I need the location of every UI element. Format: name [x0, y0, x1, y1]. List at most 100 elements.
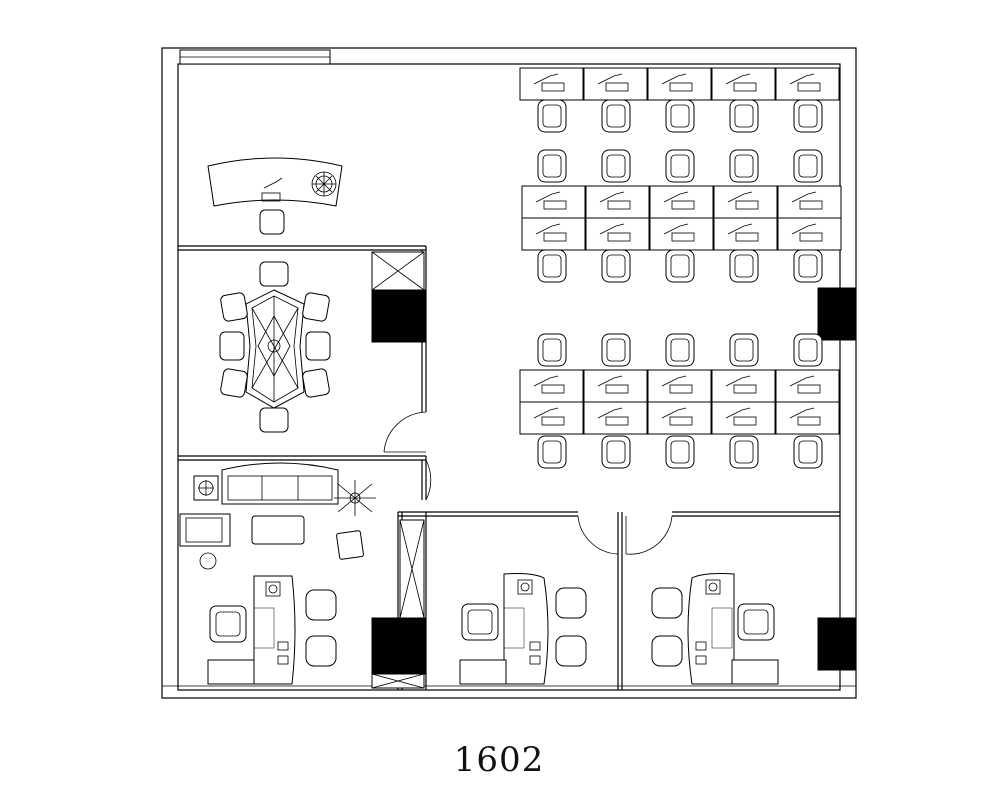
chair-icon — [555, 587, 587, 619]
chair-icon — [537, 435, 567, 469]
keyboard-icon — [671, 232, 695, 242]
phone-icon — [597, 375, 623, 387]
reception-area — [207, 157, 343, 235]
keyboard-icon — [797, 82, 821, 92]
phone-icon — [535, 191, 561, 203]
chair-icon — [729, 435, 759, 469]
chair-icon — [737, 603, 775, 641]
chair-icon — [793, 435, 823, 469]
workstation-desk — [649, 185, 714, 219]
keyboard-icon — [735, 200, 759, 210]
armchair-icon — [336, 530, 364, 560]
unit-number-label: 1602 — [453, 740, 545, 780]
keyboard-icon — [671, 200, 695, 210]
workstation-desk — [711, 67, 776, 101]
workstation-desk — [585, 217, 650, 251]
door-swing — [425, 459, 432, 501]
keyboard-icon — [733, 416, 757, 426]
keyboard-icon — [605, 82, 629, 92]
phone-icon — [727, 223, 753, 235]
phone-icon — [725, 375, 751, 387]
keyboard-icon — [735, 232, 759, 242]
workstation-desk — [777, 217, 842, 251]
chair-icon — [220, 368, 248, 398]
coffee-table-icon — [251, 515, 305, 545]
sofa-icon — [221, 462, 339, 505]
chair-icon — [601, 249, 631, 283]
chair-icon — [729, 99, 759, 133]
credenza-icon — [207, 659, 255, 685]
column — [817, 287, 857, 341]
glass-panels — [371, 251, 425, 689]
workstation-desk — [711, 401, 776, 435]
workstation-desk — [583, 401, 648, 435]
workstation-desk — [775, 401, 840, 435]
door-swing — [383, 411, 427, 453]
chair-icon — [601, 435, 631, 469]
keyboard-icon — [607, 200, 631, 210]
door-swing — [577, 515, 619, 555]
phone-icon — [789, 73, 815, 85]
column — [371, 617, 427, 675]
chair-icon — [537, 333, 567, 367]
chair-icon — [259, 407, 289, 433]
column — [371, 289, 427, 343]
bin-icon — [199, 552, 217, 570]
keyboard-icon — [261, 192, 281, 202]
credenza-icon — [459, 659, 507, 685]
credenza-icon — [731, 659, 779, 685]
chair-icon — [305, 331, 331, 361]
phone-icon — [725, 73, 751, 85]
phone-icon — [789, 375, 815, 387]
keyboard-icon — [605, 384, 629, 394]
meeting-room — [219, 261, 331, 433]
workstation-desk — [777, 185, 842, 219]
keyboard-icon — [733, 384, 757, 394]
chair-icon — [793, 333, 823, 367]
keyboard-icon — [669, 416, 693, 426]
manager-office-2 — [651, 573, 779, 685]
workstation-desk — [775, 369, 840, 403]
workstation-desk — [713, 217, 778, 251]
chair-icon — [219, 331, 245, 361]
phone-icon — [661, 73, 687, 85]
chair-icon — [665, 333, 695, 367]
chair-icon — [793, 99, 823, 133]
workstation-desk — [519, 369, 584, 403]
chair-icon — [665, 435, 695, 469]
chair-icon — [665, 149, 695, 183]
computer-icon — [711, 607, 733, 649]
executive-desk — [503, 573, 549, 685]
phone-icon — [663, 191, 689, 203]
keyboard-icon — [541, 384, 565, 394]
phone-icon — [791, 191, 817, 203]
conference-table — [245, 289, 305, 409]
chair-icon — [729, 249, 759, 283]
doors — [383, 411, 673, 555]
keyboard-icon — [733, 82, 757, 92]
phone-icon — [535, 223, 561, 235]
chair-icon — [665, 99, 695, 133]
phone-icon — [599, 191, 625, 203]
outer-wall — [161, 47, 857, 699]
workstation-desk — [583, 67, 648, 101]
keyboard-icon — [541, 416, 565, 426]
workstation-desk — [519, 401, 584, 435]
chair-icon — [537, 249, 567, 283]
chair-icon — [651, 635, 683, 667]
phone-icon — [661, 375, 687, 387]
chair-icon — [729, 149, 759, 183]
chair-icon — [209, 605, 247, 643]
chair-icon — [651, 587, 683, 619]
workstation-desk — [647, 67, 712, 101]
phone-icon — [727, 191, 753, 203]
phone-icon — [599, 223, 625, 235]
open-workspace — [519, 67, 842, 469]
workstation-desk — [521, 217, 586, 251]
chair-icon — [601, 333, 631, 367]
chair-icon — [305, 635, 337, 667]
workstation-desk — [647, 401, 712, 435]
chair-icon — [259, 261, 289, 287]
keyboard-icon — [543, 232, 567, 242]
